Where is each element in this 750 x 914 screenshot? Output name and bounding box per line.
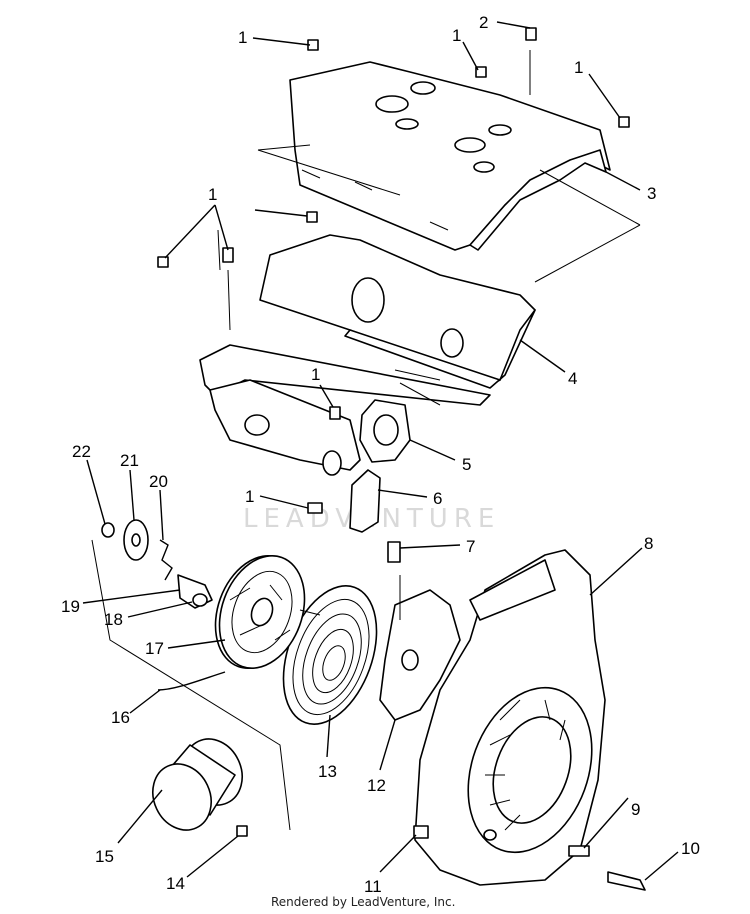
callout-19: 19	[61, 597, 80, 616]
callout-1-f: 1	[245, 487, 254, 506]
callout-1-d: 1	[208, 185, 217, 204]
retainer-part	[123, 519, 149, 561]
bracket-part	[349, 469, 381, 533]
pulley-part	[214, 555, 306, 669]
top-cover-part	[289, 61, 611, 251]
shroud-part	[199, 234, 536, 476]
callout-1-c: 1	[574, 58, 583, 77]
assembly-lines	[91, 50, 641, 831]
render-credit: Rendered by LeadVenture, Inc.	[271, 895, 455, 909]
callout-6: 6	[433, 489, 442, 508]
callout-13: 13	[318, 762, 337, 781]
callout-3: 3	[647, 184, 656, 203]
callout-15: 15	[95, 847, 114, 866]
callout-5: 5	[462, 455, 471, 474]
callout-8: 8	[644, 534, 653, 553]
callout-12: 12	[367, 776, 386, 795]
callout-11: 11	[364, 877, 382, 896]
rope-part	[157, 671, 226, 691]
fan-housing-part	[414, 549, 606, 886]
callout-1-e: 1	[311, 365, 320, 384]
callout-7: 7	[466, 537, 475, 556]
callout-1-b: 1	[452, 26, 461, 45]
callout-9: 9	[631, 800, 640, 819]
callout-22: 22	[72, 442, 91, 461]
callout-1-a: 1	[238, 28, 247, 47]
gasket-part	[359, 399, 411, 463]
callout-17: 17	[145, 639, 164, 658]
rewind-bracket-part	[379, 589, 461, 721]
callout-18: 18	[104, 610, 123, 629]
callout-4: 4	[568, 369, 577, 388]
leader-lines	[82, 21, 679, 881]
callout-21: 21	[120, 451, 139, 470]
callout-2: 2	[479, 13, 488, 32]
callout-16: 16	[111, 708, 130, 727]
spring-clip-part	[159, 539, 173, 581]
callout-20: 20	[149, 472, 168, 491]
callout-14: 14	[166, 874, 185, 893]
nut-part-22	[101, 522, 115, 538]
pawl-part	[177, 574, 213, 609]
callout-10: 10	[681, 839, 700, 858]
starter-cup-part	[152, 738, 243, 831]
callout-labels: 1 2 1 1 3 1 4 1 5 22 21 20 1 6 7 8 19 18…	[61, 13, 700, 896]
